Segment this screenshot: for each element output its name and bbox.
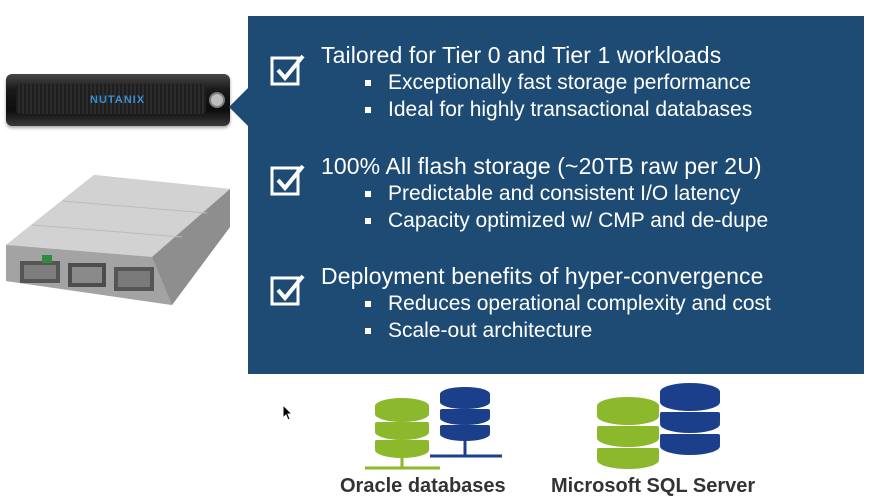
checkbox-check-icon [270,54,305,86]
feature-heading: 100% All flash storage (~20TB raw per 2U… [321,153,762,179]
feature-bullets: Exceptionally fast storage performance I… [363,69,752,123]
appliance-grille [16,84,206,114]
feature-bullets: Predictable and consistent I/O latency C… [363,180,768,234]
feature-bullet: Scale-out architecture [363,317,771,344]
feature-heading: Deployment benefits of hyper-convergence [321,263,764,289]
nutanix-appliance-image: NUTANIX [6,74,230,126]
oracle-database-icon [365,387,502,470]
feature-bullet: Ideal for highly transactional databases [363,96,752,123]
feature-bullet: Reduces operational complexity and cost [363,290,771,317]
checkbox-check-icon [270,164,305,196]
oracle-databases-label: Oracle databases [340,475,506,497]
feature-bullets: Reduces operational complexity and cost … [363,290,771,344]
feature-bullet: Capacity optimized w/ CMP and de-dupe [363,207,768,234]
feature-bullet: Predictable and consistent I/O latency [363,180,768,207]
sqlserver-database-icon [597,383,720,469]
feature-bullet: Exceptionally fast storage performance [363,69,752,96]
features-panel: Tailored for Tier 0 and Tier 1 workloads… [248,16,864,374]
sqlserver-label: Microsoft SQL Server [551,475,756,497]
panel-pointer [229,87,249,127]
mouse-cursor-icon [282,404,294,421]
checkbox-check-icon [270,274,305,306]
feature-heading: Tailored for Tier 0 and Tier 1 workloads [321,42,722,68]
server-chassis-image [2,175,234,315]
power-button-icon [209,92,225,108]
nutanix-logo: NUTANIX [90,94,146,106]
